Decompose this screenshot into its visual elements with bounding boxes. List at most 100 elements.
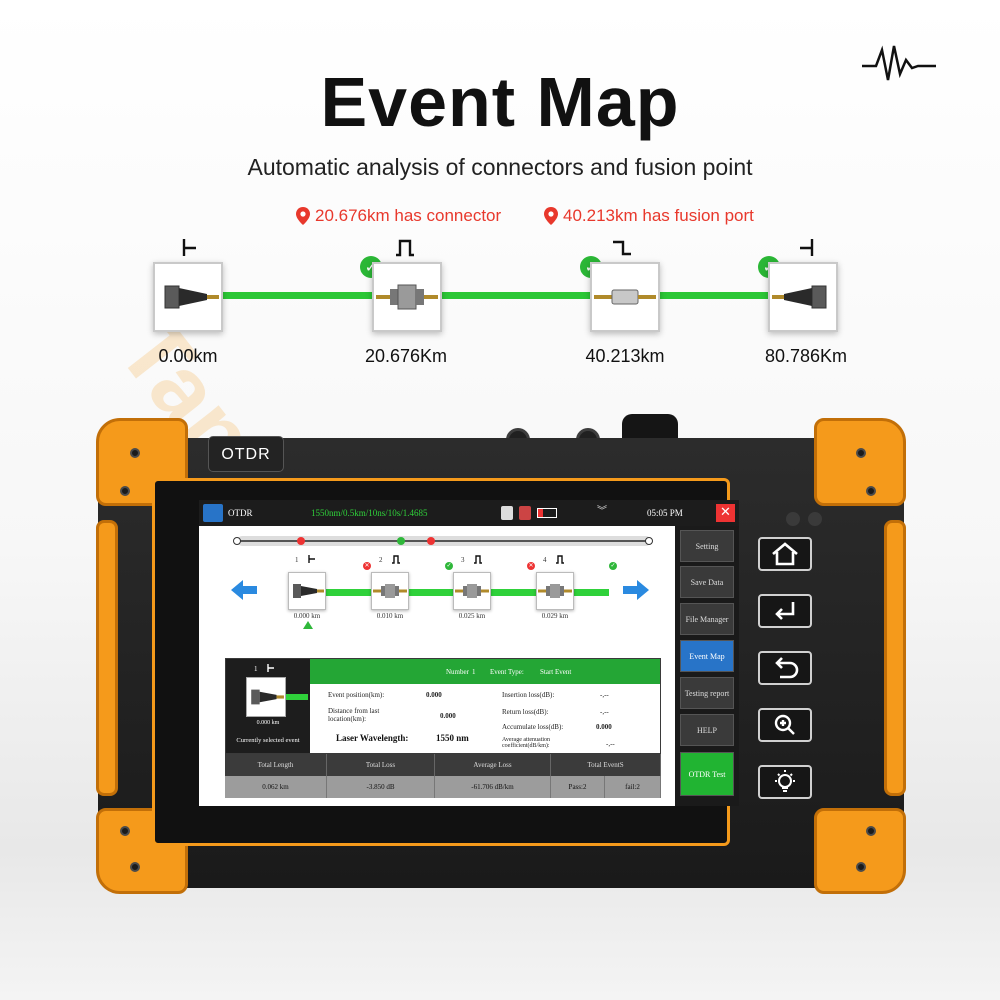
event-box-end[interactable] xyxy=(768,262,838,332)
sidebar-item-save-data[interactable]: Save Data xyxy=(680,566,734,598)
insertion-loss-value: -,-- xyxy=(600,691,609,699)
track-marker xyxy=(297,537,305,545)
sidebar-item-file-manager[interactable]: File Manager xyxy=(680,603,734,635)
page-subtitle: Automatic analysis of connectors and fus… xyxy=(247,154,753,180)
device-status-icon xyxy=(501,506,513,520)
home-button[interactable] xyxy=(758,537,812,571)
event-details-panel: 1 0.000 km Currently selected event Numb… xyxy=(225,658,661,754)
test-params: 1550nm/0.5km/10ns/10s/1.4685 xyxy=(311,508,428,518)
event-type-label: Event Type: xyxy=(490,668,524,676)
track-marker xyxy=(233,537,241,545)
otdr-test-button[interactable]: OTDR Test xyxy=(680,752,734,796)
distance-from-last-value: 0.000 xyxy=(440,712,456,720)
event-number: 4 xyxy=(543,556,547,564)
end-event-icon xyxy=(800,239,814,256)
device-label: OTDR xyxy=(208,436,284,472)
map-event-2[interactable] xyxy=(371,572,409,610)
screw xyxy=(866,826,876,836)
fiber-connector-icon xyxy=(293,584,324,598)
side-bumper xyxy=(96,520,118,796)
current-event-indicator-icon xyxy=(303,621,313,629)
sidebar-item-event-map[interactable]: Event Map xyxy=(680,640,734,672)
fiber-connector-icon xyxy=(772,285,827,309)
event-box-connector[interactable] xyxy=(372,262,442,332)
sidebar-item-setting[interactable]: Setting xyxy=(680,530,734,562)
event-number: 1 xyxy=(295,556,299,564)
callout-fusion: 40.213km has fusion port xyxy=(544,206,754,226)
enter-icon xyxy=(775,602,795,620)
pass-check-icon: ✓ xyxy=(609,562,617,570)
corner-bumper xyxy=(814,808,906,894)
summary-value: -61.706 dB/km xyxy=(435,776,551,798)
event-box-fusion[interactable] xyxy=(590,262,660,332)
track-marker xyxy=(397,537,405,545)
backlight-button[interactable] xyxy=(758,765,812,799)
map-event-distance: 0.000 km xyxy=(293,612,321,620)
return-loss-label: Return loss(dB): xyxy=(502,708,549,716)
connector-event-icon xyxy=(556,555,564,564)
back-button[interactable] xyxy=(758,651,812,685)
accumulate-loss-label: Accumulate loss(dB): xyxy=(502,723,564,731)
screw xyxy=(866,486,876,496)
fail-icon: ✕ xyxy=(363,562,371,570)
event-details-header: Number 1 Event Type: Start Event xyxy=(310,659,660,684)
selected-event-box[interactable] xyxy=(246,677,286,717)
fiber-line xyxy=(222,292,770,299)
event-position-label: Event position(km): xyxy=(328,691,385,699)
number-value: 1 xyxy=(472,668,476,676)
scroll-right-arrow-icon[interactable] xyxy=(623,580,649,600)
collapse-chevron-icon[interactable]: ︾ xyxy=(597,506,607,517)
map-event-4[interactable] xyxy=(536,572,574,610)
start-event-icon xyxy=(308,555,315,563)
event-distance-4: 80.786Km xyxy=(764,346,848,366)
app-name: OTDR xyxy=(228,508,253,518)
status-bar: OTDR 1550nm/0.5km/10ns/10s/1.4685 ︾ 05:0… xyxy=(199,500,739,526)
start-event-icon xyxy=(182,239,196,256)
close-button[interactable]: ✕ xyxy=(716,504,735,522)
page-title: Event Map xyxy=(320,63,680,141)
indicator-light xyxy=(808,512,822,526)
sidebar-item-testing-report[interactable]: Testing report xyxy=(680,677,734,709)
summary-header: Total Loss xyxy=(327,754,435,776)
map-event-1[interactable] xyxy=(288,572,326,610)
summary-header: Total EventS xyxy=(551,754,661,776)
screen-sidebar: Setting Save Data File Manager Event Map… xyxy=(675,526,739,806)
avg-attenuation-label: Average attenuation coefficient(dB/km): xyxy=(502,737,551,749)
event-distance-3: 40.213km xyxy=(585,346,665,366)
track-marker xyxy=(427,537,435,545)
location-pin-icon xyxy=(544,207,558,225)
laser-wavelength-label: Laser Wavelength: xyxy=(336,733,409,743)
screw xyxy=(856,448,866,458)
selected-event-panel: 1 0.000 km Currently selected event xyxy=(226,659,310,753)
screw xyxy=(120,826,130,836)
summary-value: -3.850 dB xyxy=(327,776,435,798)
app-logo-icon xyxy=(203,504,223,522)
overview-line xyxy=(237,540,651,542)
selected-event-caption: Currently selected event xyxy=(236,737,300,744)
callout-connector-text: 20.676km has connector xyxy=(315,206,502,225)
screw xyxy=(130,448,140,458)
sidebar-item-help[interactable]: HELP xyxy=(680,714,734,746)
event-position-value: 0.000 xyxy=(426,691,442,699)
screw xyxy=(856,862,866,872)
event-number: 3 xyxy=(461,556,465,564)
undo-icon xyxy=(775,657,799,679)
connector-adapter-icon xyxy=(376,284,438,310)
zoom-button[interactable] xyxy=(758,708,812,742)
scroll-left-arrow-icon[interactable] xyxy=(231,580,257,600)
location-pin-icon xyxy=(296,207,310,225)
summary-value: 0.062 km xyxy=(225,776,327,798)
callout-fusion-text: 40.213km has fusion port xyxy=(563,206,754,225)
fusion-splice-icon xyxy=(594,289,656,305)
summary-header: Total Length xyxy=(225,754,327,776)
fusion-event-icon xyxy=(613,240,631,256)
track-marker xyxy=(645,537,653,545)
return-loss-value: -,-- xyxy=(600,708,609,716)
start-event-icon xyxy=(267,664,274,672)
fail-icon: ✕ xyxy=(527,562,535,570)
enter-button[interactable] xyxy=(758,594,812,628)
map-event-3[interactable] xyxy=(453,572,491,610)
insertion-loss-label: Insertion loss(dB): xyxy=(502,691,555,699)
fiber-connector-icon xyxy=(164,285,219,309)
event-box-start[interactable] xyxy=(153,262,223,332)
